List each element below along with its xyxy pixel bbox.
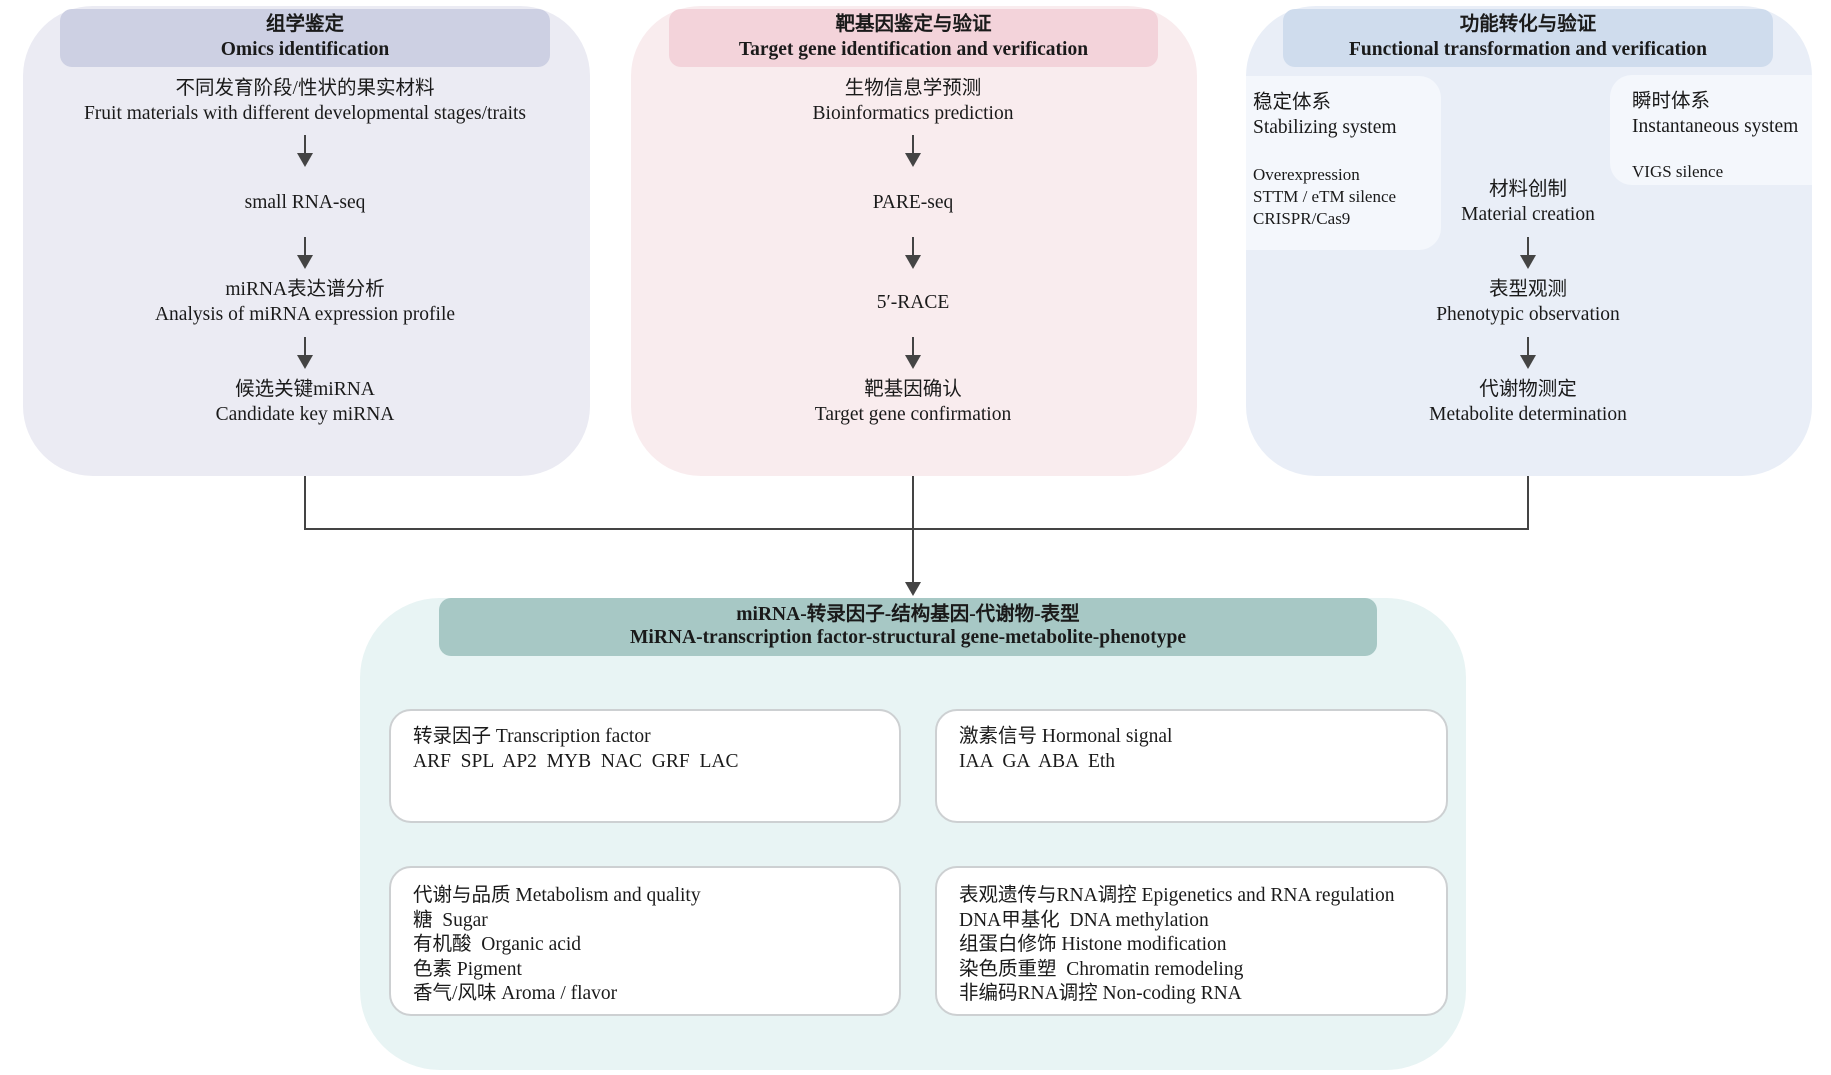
- step-label-cn: 表型观测: [1488, 279, 1567, 300]
- step-label-en: Phenotypic observation: [1436, 304, 1620, 325]
- network-title-en: MiRNA-transcription factor-structural ge…: [630, 627, 1186, 648]
- omics-step-small-rna-seq: small RNA-seq: [45, 190, 565, 215]
- card-heading: 表观遗传与RNA调控 Epigenetics and RNA regulatio…: [959, 885, 1395, 906]
- arrow-down-icon: [297, 337, 313, 370]
- connector-omics: [304, 476, 307, 530]
- step-label-cn: 候选关键miRNA: [235, 379, 375, 400]
- step-label-en: Metabolite determination: [1429, 404, 1627, 425]
- card-line: ARF SPL AP2 MYB NAC GRF LAC: [413, 750, 739, 772]
- instantaneous-system-box: 瞬时体系 Instantaneous system VIGS silence: [1610, 75, 1812, 185]
- step-label-en: PARE-seq: [872, 192, 954, 213]
- card-heading: 激素信号 Hormonal signal: [959, 726, 1173, 747]
- card-line: 非编码RNA调控 Non-coding RNA: [959, 983, 1242, 1005]
- step-label-cn: 生物信息学预测: [844, 78, 982, 99]
- step-label-cn: 代谢物测定: [1479, 379, 1577, 400]
- arrow-down-icon: [1520, 237, 1536, 270]
- target-step-5-race: 5′-RACE: [653, 290, 1173, 315]
- arrow-down-icon: [297, 237, 313, 270]
- stabilizing-title-cn: 稳定体系: [1253, 92, 1332, 113]
- card-line: IAA GA ABA Eth: [959, 750, 1116, 772]
- functional-header: 功能转化与验证 Functional transformation and ve…: [1283, 9, 1773, 67]
- functional-step-metabolite-determination: 代谢物测定 Metabolite determination: [1268, 377, 1788, 427]
- network-title-cn: miRNA-转录因子-结构基因-代谢物-表型: [736, 604, 1080, 625]
- omics-title-cn: 组学鉴定: [265, 14, 344, 35]
- arrow-down-icon: [905, 237, 921, 270]
- stabilizing-system-box: 稳定体系 Stabilizing system Overexpression S…: [1246, 76, 1441, 250]
- step-label-en: small RNA-seq: [244, 192, 366, 213]
- instantaneous-title-cn: 瞬时体系: [1632, 91, 1711, 112]
- instantaneous-title-en: Instantaneous system: [1632, 116, 1799, 137]
- method-vigs: VIGS silence: [1632, 162, 1724, 181]
- step-label-en: Target gene confirmation: [814, 404, 1012, 425]
- target-step-confirmation: 靶基因确认 Target gene confirmation: [653, 377, 1173, 427]
- metabolism-quality-card: 代谢与品质 Metabolism and quality 糖 Sugar 有机酸…: [389, 866, 901, 1016]
- target-step-bioinformatics: 生物信息学预测 Bioinformatics prediction: [653, 76, 1173, 126]
- step-label-en: Analysis of miRNA expression profile: [154, 304, 456, 325]
- omics-step-fruit-materials: 不同发育阶段/性状的果实材料 Fruit materials with diff…: [45, 76, 565, 126]
- functional-step-material-creation: 材料创制 Material creation: [1268, 177, 1788, 227]
- transcription-factor-card: 转录因子 Transcription factor ARF SPL AP2 MY…: [389, 709, 901, 823]
- arrow-down-icon: [905, 337, 921, 370]
- connector-horizontal: [304, 528, 1530, 531]
- functional-step-phenotypic-observation: 表型观测 Phenotypic observation: [1268, 277, 1788, 327]
- card-line: 染色质重塑 Chromatin remodeling: [959, 958, 1244, 980]
- method-crispr: CRISPR/Cas9: [1253, 209, 1351, 228]
- method-sttm-etm: STTM / eTM silence: [1253, 187, 1397, 206]
- step-label-en: Bioinformatics prediction: [812, 103, 1014, 124]
- arrow-down-icon: [905, 135, 921, 168]
- functional-title-cn: 功能转化与验证: [1459, 14, 1597, 35]
- omics-header: 组学鉴定 Omics identification: [60, 9, 550, 67]
- omics-step-candidate-mirna: 候选关键miRNA Candidate key miRNA: [45, 377, 565, 427]
- card-line: 有机酸 Organic acid: [413, 934, 582, 956]
- omics-title-en: Omics identification: [220, 39, 390, 60]
- step-label-en: 5′-RACE: [876, 292, 950, 313]
- step-label-cn: 靶基因确认: [864, 379, 962, 400]
- arrow-down-icon: [905, 582, 921, 596]
- arrow-down-icon: [1520, 337, 1536, 370]
- network-header: miRNA-转录因子-结构基因-代谢物-表型 MiRNA-transcripti…: [439, 598, 1377, 656]
- functional-title-en: Functional transformation and verificati…: [1348, 39, 1708, 60]
- target-title-en: Target gene identification and verificat…: [738, 39, 1089, 60]
- target-gene-header: 靶基因鉴定与验证 Target gene identification and …: [669, 9, 1158, 67]
- step-label-cn: miRNA表达谱分析: [225, 279, 385, 300]
- step-label-en: Material creation: [1461, 204, 1595, 225]
- omics-step-expression-profile: miRNA表达谱分析 Analysis of miRNA expression …: [45, 277, 565, 327]
- card-heading: 代谢与品质 Metabolism and quality: [413, 885, 701, 906]
- card-line: 色素 Pigment: [413, 958, 522, 980]
- card-heading: 转录因子 Transcription factor: [413, 726, 651, 747]
- step-label-cn: 不同发育阶段/性状的果实材料: [175, 78, 435, 99]
- card-line: DNA甲基化 DNA methylation: [959, 909, 1209, 931]
- target-title-cn: 靶基因鉴定与验证: [835, 14, 992, 35]
- card-line: 香气/风味 Aroma / flavor: [413, 983, 618, 1005]
- hormonal-signal-card: 激素信号 Hormonal signal IAA GA ABA Eth: [935, 709, 1448, 823]
- step-label-en: Fruit materials with different developme…: [83, 103, 527, 124]
- omics-panel: [23, 6, 590, 476]
- target-step-pare-seq: PARE-seq: [653, 190, 1173, 215]
- method-overexpression: Overexpression: [1253, 165, 1360, 184]
- stabilizing-title-en: Stabilizing system: [1253, 117, 1397, 138]
- connector-functional: [1527, 476, 1530, 530]
- card-line: 组蛋白修饰 Histone modification: [959, 934, 1227, 956]
- arrow-down-icon: [297, 135, 313, 168]
- step-label-cn: 材料创制: [1488, 179, 1567, 200]
- step-label-en: Candidate key miRNA: [215, 404, 395, 425]
- card-line: 糖 Sugar: [413, 909, 488, 931]
- epigenetics-rna-card: 表观遗传与RNA调控 Epigenetics and RNA regulatio…: [935, 866, 1448, 1016]
